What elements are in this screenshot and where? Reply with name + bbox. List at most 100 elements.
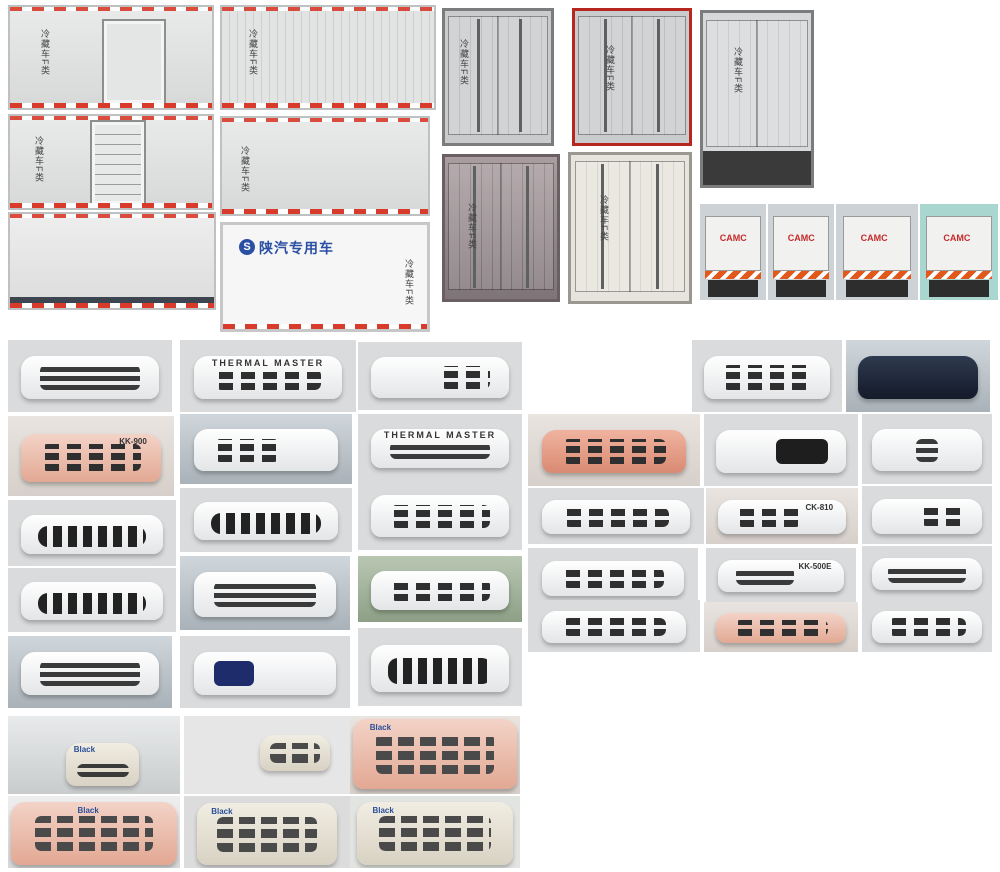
rear-door-left	[706, 19, 758, 148]
cargo-class-label: 冷藏车F类	[733, 47, 743, 94]
refrigeration-unit: Black	[356, 801, 514, 866]
truck-rear-photo: CAMC	[768, 204, 834, 300]
unit-grille	[561, 568, 665, 588]
box-rear-doors-dark: 冷藏车F类	[442, 154, 560, 302]
unit-brand-label: Black	[211, 806, 233, 816]
refrigeration-unit-photo	[180, 488, 352, 552]
refrigeration-unit	[21, 651, 159, 696]
truck-chassis	[703, 150, 811, 185]
unit-grille	[562, 507, 670, 527]
refrigeration-unit-photo: KK-900	[8, 416, 174, 496]
refrigeration-unit	[872, 557, 982, 591]
unit-grille	[376, 733, 494, 774]
warning-stripe	[926, 271, 992, 279]
lock-bar	[600, 163, 604, 290]
unit-grille	[561, 618, 667, 636]
refrigeration-unit-photo	[358, 556, 522, 622]
unit-brand-label: Black	[73, 745, 96, 755]
side-door	[90, 120, 146, 206]
refrigeration-unit-photo: THERMAL MASTER	[358, 414, 522, 480]
unit-model-badge: CK-810	[805, 503, 834, 512]
truck-chassis	[10, 296, 214, 308]
box-side-panel-branded: S 陕汽专用车 冷藏车F类	[220, 222, 430, 332]
warning-stripe	[705, 271, 761, 279]
unit-grille	[213, 438, 281, 463]
truck-box	[773, 215, 829, 272]
refrigeration-unit-photo	[862, 414, 992, 484]
refrigeration-unit-photo	[358, 628, 522, 706]
refrigeration-unit	[716, 613, 846, 643]
box-rear-doors-light: 冷藏车F类	[568, 152, 692, 304]
lock-bar	[655, 163, 659, 290]
refrigeration-unit: Black	[353, 719, 517, 790]
refrigeration-unit	[371, 645, 509, 692]
refrigeration-unit-photo: KK-500E	[706, 548, 856, 602]
unit-grille	[390, 441, 490, 460]
unit-grille	[561, 439, 667, 464]
brand-name: 陕汽专用车	[259, 240, 334, 256]
refrigeration-unit-photo: THERMAL MASTER	[180, 340, 356, 412]
refrigeration-unit	[371, 495, 509, 538]
refrigeration-unit	[541, 611, 687, 643]
refrigeration-unit	[704, 355, 830, 400]
cargo-class-label: 冷藏车F类	[34, 136, 44, 183]
refrigeration-unit: THERMAL MASTER	[194, 355, 342, 400]
refrigeration-unit: Black	[11, 801, 177, 866]
warning-stripe	[842, 271, 912, 279]
refrigeration-unit-photo: CK-810	[706, 488, 858, 544]
unit-grille	[387, 658, 493, 684]
lock-bar	[657, 18, 661, 133]
roof-unit-photo	[184, 716, 350, 794]
truck-rear-photo: CAMC	[700, 204, 766, 300]
refrigeration-unit-photo	[8, 636, 172, 708]
box-rear-doors-framed: 冷藏车F类	[572, 8, 692, 146]
refrigeration-unit	[193, 651, 337, 696]
box-side-panel-plain: 冷藏车F类	[220, 116, 430, 216]
roof-unit-photo: Black	[8, 796, 180, 868]
truck-rear-photo: CAMC	[920, 204, 998, 300]
unit-brand-label: Black	[372, 805, 394, 815]
unit-grille	[38, 525, 146, 547]
refrigeration-unit-photo	[180, 556, 350, 630]
cargo-class-label: 冷藏车F类	[605, 45, 615, 92]
refrigeration-unit	[541, 429, 687, 474]
unit-grille	[213, 661, 254, 686]
reflective-strip	[223, 324, 427, 329]
unit-grille	[736, 507, 803, 527]
wheels	[845, 279, 909, 298]
truck-box	[926, 215, 992, 272]
unit-brand-label: Black	[369, 723, 392, 733]
refrigeration-unit-photo	[358, 342, 522, 410]
refrigeration-unit: KK-500E	[718, 559, 844, 593]
refrigeration-unit	[21, 514, 163, 555]
unit-grille	[440, 365, 490, 389]
unit-grille	[775, 439, 828, 464]
rear-door-right	[756, 19, 808, 148]
lock-bar	[473, 165, 476, 288]
cargo-class-label: 冷藏车F类	[459, 39, 469, 86]
unit-grille	[76, 764, 129, 778]
cargo-class-label: 冷藏车F类	[467, 203, 477, 250]
refrigeration-unit	[872, 498, 982, 534]
cargo-class-label: 冷藏车F类	[404, 259, 414, 306]
rear-door-right	[497, 16, 548, 136]
refrigeration-unit-photo	[704, 602, 858, 652]
unit-grille	[734, 619, 828, 637]
unit-grille	[390, 579, 490, 602]
unit-grille	[213, 582, 317, 607]
cargo-class-label: 冷藏车F类	[40, 29, 50, 76]
refrigeration-unit	[872, 429, 982, 472]
refrigeration-unit	[193, 429, 339, 472]
refrigeration-unit	[542, 500, 690, 534]
roof-unit-photo: Black	[8, 716, 180, 794]
unit-grille	[40, 661, 140, 686]
refrigeration-unit-photo	[692, 340, 842, 412]
box-side-panel-on-truck	[8, 212, 216, 310]
box-side-panel-ribbed: 冷藏车F类	[220, 5, 436, 110]
unit-grille	[378, 815, 492, 852]
refrigeration-unit-photo	[358, 480, 522, 550]
refrigeration-unit	[716, 429, 846, 474]
unit-grille	[40, 365, 140, 390]
unit-grille	[40, 444, 142, 472]
